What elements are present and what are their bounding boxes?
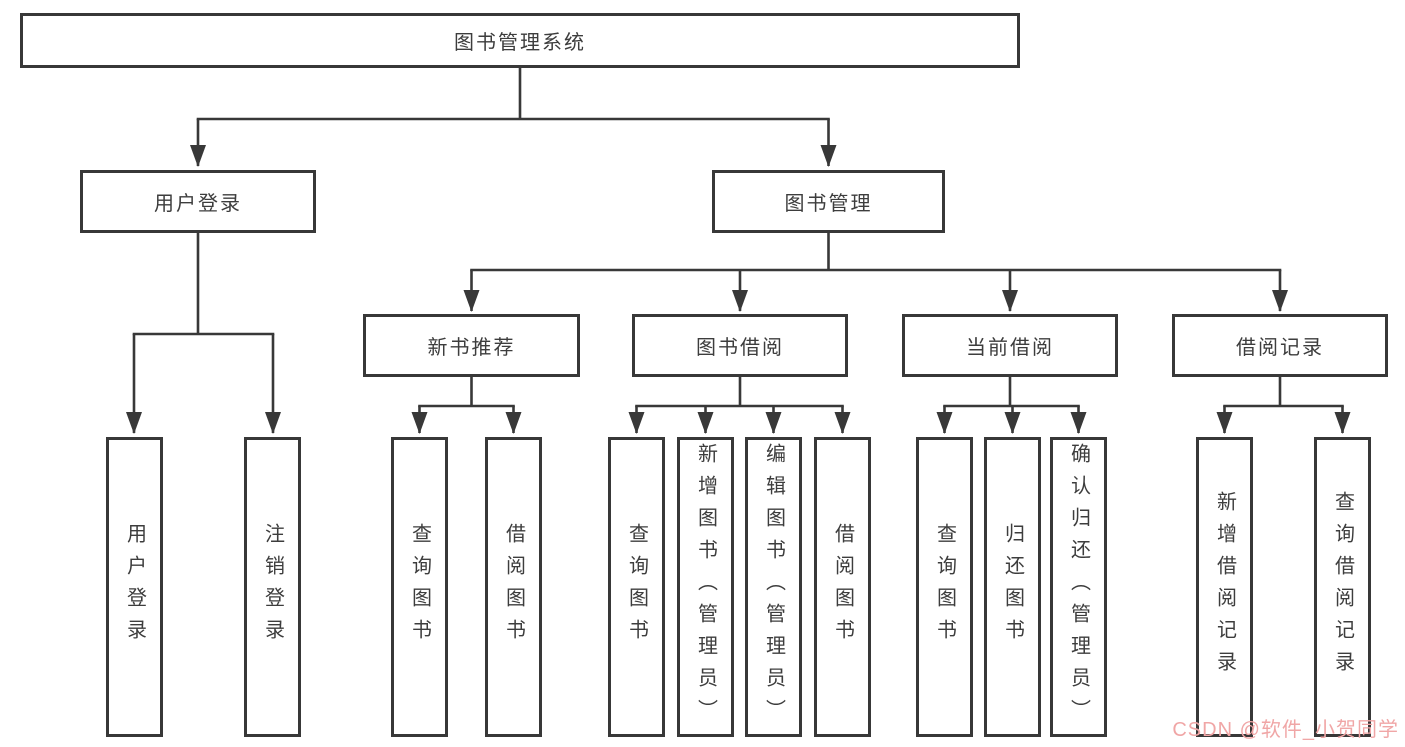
leaf-query-books-recommend: 查询图书 <box>391 437 448 737</box>
connector-lines <box>132 65 1344 408</box>
node-label: 新增图书（管理员） <box>694 443 717 731</box>
csdn-watermark: CSDN @软件_小贺同学 <box>1172 719 1399 741</box>
node-label: 图书管理系统 <box>454 32 586 54</box>
node-label: 借阅记录 <box>1236 337 1324 359</box>
node-label: 图书管理 <box>784 193 873 215</box>
node-borrowing-records: 借阅记录 <box>1172 314 1388 377</box>
node-library-management-system: 图书管理系统 <box>20 13 1020 68</box>
node-label: 查询图书 <box>408 523 431 651</box>
leaf-borrow-books-recommend: 借阅图书 <box>485 437 542 737</box>
leaf-query-books-borrow: 查询图书 <box>608 437 665 737</box>
leaf-user-login: 用户登录 <box>106 437 163 737</box>
leaf-logout: 注销登录 <box>244 437 301 737</box>
node-label: 用户登录 <box>154 193 242 215</box>
node-label: 借阅图书 <box>502 523 525 651</box>
leaf-add-book-admin: 新增图书（管理员） <box>677 437 734 737</box>
node-label: 查询图书 <box>933 523 956 651</box>
node-book-borrowing: 图书借阅 <box>632 314 848 377</box>
node-book-management: 图书管理 <box>712 170 945 233</box>
node-label: 借阅图书 <box>831 523 854 651</box>
node-label: 新增借阅记录 <box>1213 491 1236 683</box>
node-label: 编辑图书（管理员） <box>762 443 785 731</box>
node-label: 归还图书 <box>1001 523 1024 651</box>
node-label: 查询图书 <box>625 523 648 651</box>
connector-arrows <box>126 119 1351 434</box>
node-current-borrowing: 当前借阅 <box>902 314 1118 377</box>
leaf-add-borrow-record: 新增借阅记录 <box>1196 437 1253 737</box>
node-label: 新书推荐 <box>427 337 516 359</box>
node-label: 注销登录 <box>261 523 284 651</box>
node-user-login: 用户登录 <box>80 170 316 233</box>
leaf-edit-book-admin: 编辑图书（管理员） <box>745 437 802 737</box>
node-label: 图书借阅 <box>696 337 784 359</box>
node-label: 查询借阅记录 <box>1331 491 1354 683</box>
node-new-book-recommend: 新书推荐 <box>363 314 580 377</box>
node-label: 当前借阅 <box>966 337 1054 359</box>
leaf-borrow-books: 借阅图书 <box>814 437 871 737</box>
node-label: 确认归还（管理员） <box>1067 443 1090 731</box>
leaf-query-borrow-record: 查询借阅记录 <box>1314 437 1371 737</box>
leaf-confirm-return-admin: 确认归还（管理员） <box>1050 437 1107 737</box>
node-label: 用户登录 <box>123 523 146 651</box>
leaf-query-books-current: 查询图书 <box>916 437 973 737</box>
leaf-return-books: 归还图书 <box>984 437 1041 737</box>
